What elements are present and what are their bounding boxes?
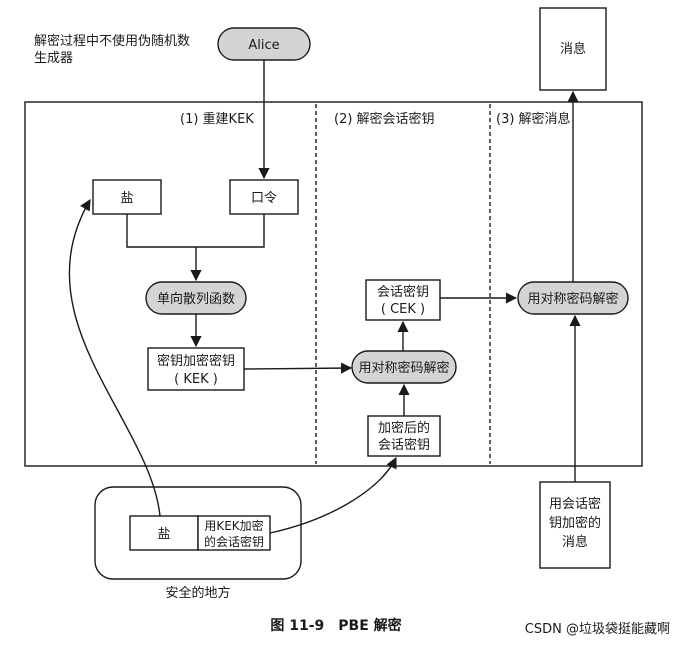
- encrypted-session-key-box: 加密后的 会话密钥: [367, 415, 441, 457]
- decrypt-right-label: 用对称密码解密: [527, 291, 618, 307]
- kek-line-2: ( KEK ): [174, 372, 218, 387]
- alice-label: Alice: [248, 38, 279, 53]
- enc-session-key-line-1: 加密后的: [378, 420, 430, 436]
- hash-function-node: 单向散列函数: [145, 281, 247, 315]
- salt-box: 盐: [92, 179, 162, 215]
- kek-line-1: 密钥加密密钥: [157, 353, 235, 369]
- section-3-title: (3) 解密消息: [496, 111, 571, 127]
- arrow-kek-decrypt: [243, 362, 353, 374]
- curve-enckey-to-box: [269, 456, 397, 534]
- decrypt-message-node: 用对称密码解密: [517, 281, 629, 315]
- message-label: 消息: [560, 41, 586, 57]
- watermark: CSDN @垃圾袋挺能藏啊: [525, 622, 670, 637]
- password-box: 口令: [229, 179, 299, 215]
- secure-salt-label: 盐: [157, 527, 170, 542]
- decrypt-session-key-node: 用对称密码解密: [351, 350, 457, 384]
- secure-enc-key-line-1: 用KEK加密: [204, 518, 263, 533]
- curve-salt-to-salt: [68, 199, 161, 517]
- cek-line-2: ( CEK ): [381, 302, 425, 317]
- alice-node: Alice: [217, 27, 311, 61]
- note-line-1: 解密过程中不使用伪随机数: [34, 33, 190, 49]
- message-box: 消息: [539, 7, 607, 91]
- enc-session-key-line-2: 会话密钥: [378, 437, 430, 453]
- hash-function-label: 单向散列函数: [157, 291, 235, 307]
- section-2-title: (2) 解密会话密钥: [334, 111, 435, 127]
- cek-line-1: 会话密钥: [377, 284, 429, 300]
- cek-box: 会话密钥 ( CEK ): [365, 279, 441, 321]
- secure-enc-key-line-2: 的会话密钥: [204, 534, 264, 549]
- encrypted-message-box: 用会话密 钥加密的 消息: [539, 481, 611, 569]
- salt-label: 盐: [120, 191, 133, 206]
- decrypt-mid-label: 用对称密码解密: [358, 360, 449, 376]
- secure-place-label: 安全的地方: [165, 585, 230, 601]
- enc-message-line-3: 消息: [562, 534, 588, 550]
- figure-caption: 图 11-9 PBE 解密: [270, 617, 401, 634]
- section-1-title: (1) 重建KEK: [180, 111, 254, 127]
- enc-message-line-1: 用会话密: [549, 496, 601, 512]
- secure-place: 盐 用KEK加密 的会话密钥 安全的地方: [94, 486, 302, 601]
- enc-message-line-2: 钥加密的: [549, 515, 601, 531]
- note-line-2: 生成器: [34, 51, 73, 66]
- password-label: 口令: [251, 191, 277, 206]
- kek-box: 密钥加密密钥 ( KEK ): [147, 347, 245, 391]
